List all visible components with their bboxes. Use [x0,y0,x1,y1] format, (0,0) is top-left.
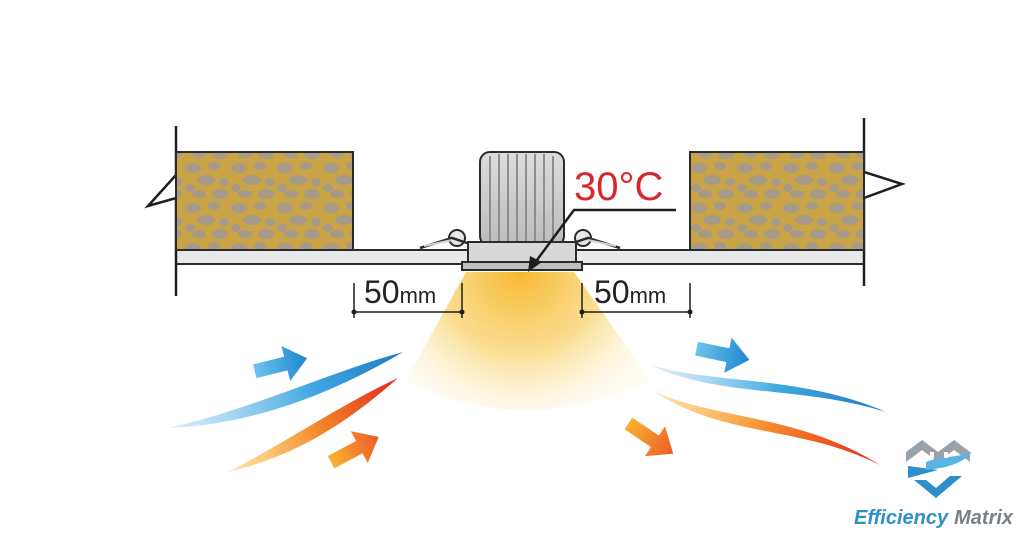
svg-text:50mm: 50mm [364,274,436,310]
warm-air-arrow-left [327,431,379,469]
efficiency-matrix-logo-icon [906,440,972,498]
cool-airflow-left [168,352,403,428]
spring-clip-right [569,229,621,250]
right-wall-break [862,118,906,286]
temperature-leader-line [532,208,676,265]
temperature-leader-arrowhead [528,256,542,272]
left-wall-break [144,126,178,296]
warm-air-arrow-right [624,417,674,457]
cool-airflow-right [650,365,886,412]
downlight-fixture [419,151,621,271]
clearance-left-unit: mm [400,283,437,308]
warm-airflow-right [655,392,880,465]
clearance-dimension-left: 50mm [351,274,465,318]
brand-name-part1: Efficiency [854,507,949,529]
clearance-dimension-right: 50mm [579,274,693,318]
clearance-right-unit: mm [630,283,667,308]
insulation-block-left [175,151,354,251]
cool-air-arrow-left [253,346,308,382]
brand-name-part2: Matrix [954,507,1014,529]
clearance-right-value: 50 [594,274,630,310]
cool-air-arrow-right [695,337,750,373]
spring-clip-left [419,229,471,250]
warm-airflow-left [228,378,398,472]
insulation-block-right [689,151,865,251]
temperature-label: 30°C [574,165,663,209]
svg-text:50mm: 50mm [594,274,666,310]
light-beam [406,272,650,410]
clearance-left-value: 50 [364,274,400,310]
